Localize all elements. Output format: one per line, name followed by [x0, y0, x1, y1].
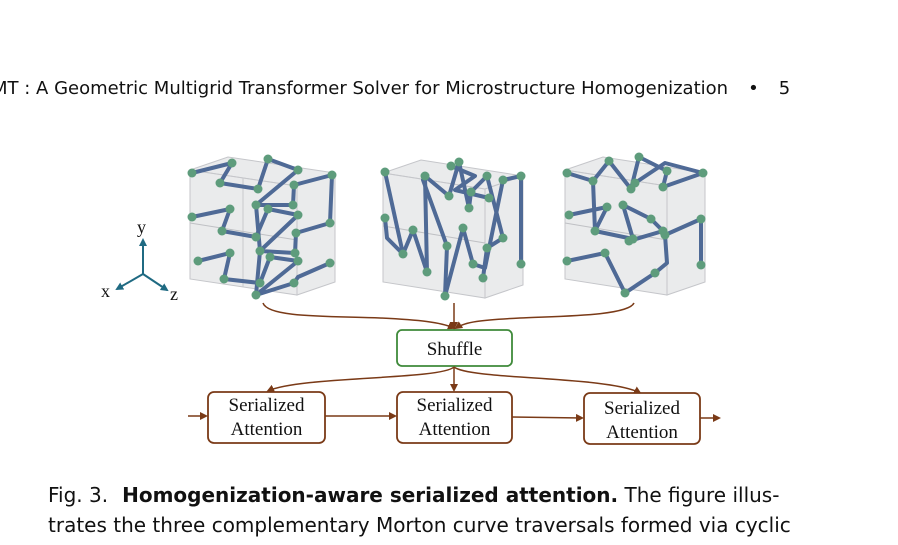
morton-cube-3	[562, 152, 708, 298]
merge-arrows	[262, 302, 635, 330]
shuffle-label: Shuffle	[427, 339, 483, 360]
header-title: MT : A Geometric Multigrid Transformer S…	[0, 78, 729, 99]
morton-nodes-2	[380, 157, 526, 301]
axis-label-x: x	[101, 281, 110, 301]
caption-label: Fig. 3.	[48, 483, 109, 507]
attention-block-3-line2: Attention	[606, 422, 678, 443]
figure-caption: Fig. 3. Homogenization-aware serialized a…	[48, 480, 868, 540]
caption-text-line2: trates the three complementary Morton cu…	[48, 513, 791, 537]
attention-block-2-line1: Serialized	[417, 395, 493, 416]
axis-label-y: y	[137, 217, 146, 237]
attention-block-1-line2: Attention	[231, 419, 303, 440]
split-arrows	[266, 366, 642, 394]
attention-block-1	[207, 391, 326, 444]
caption-text-line1: The figure illus-	[624, 483, 780, 507]
morton-nodes-1	[187, 154, 337, 300]
figure-diagram: y x z Shuffle Serialized Attention Seria…	[101, 152, 721, 445]
chain-arrows	[188, 412, 721, 422]
morton-cube-2	[380, 157, 526, 301]
shuffle-box	[396, 329, 513, 367]
header-separator: •	[748, 78, 759, 99]
morton-nodes-3	[562, 152, 708, 298]
page-number: 5	[778, 78, 791, 99]
attention-block-3-line1: Serialized	[604, 398, 680, 419]
running-header: MT : A Geometric Multigrid Transformer S…	[0, 78, 792, 99]
attention-block-2-line2: Attention	[419, 419, 491, 440]
axis-label-z: z	[170, 284, 178, 304]
morton-cube-1	[187, 154, 337, 300]
caption-title: Homogenization-aware serialized attentio…	[122, 483, 619, 507]
attention-block-1-line1: Serialized	[229, 395, 305, 416]
axis-triad	[115, 238, 169, 292]
